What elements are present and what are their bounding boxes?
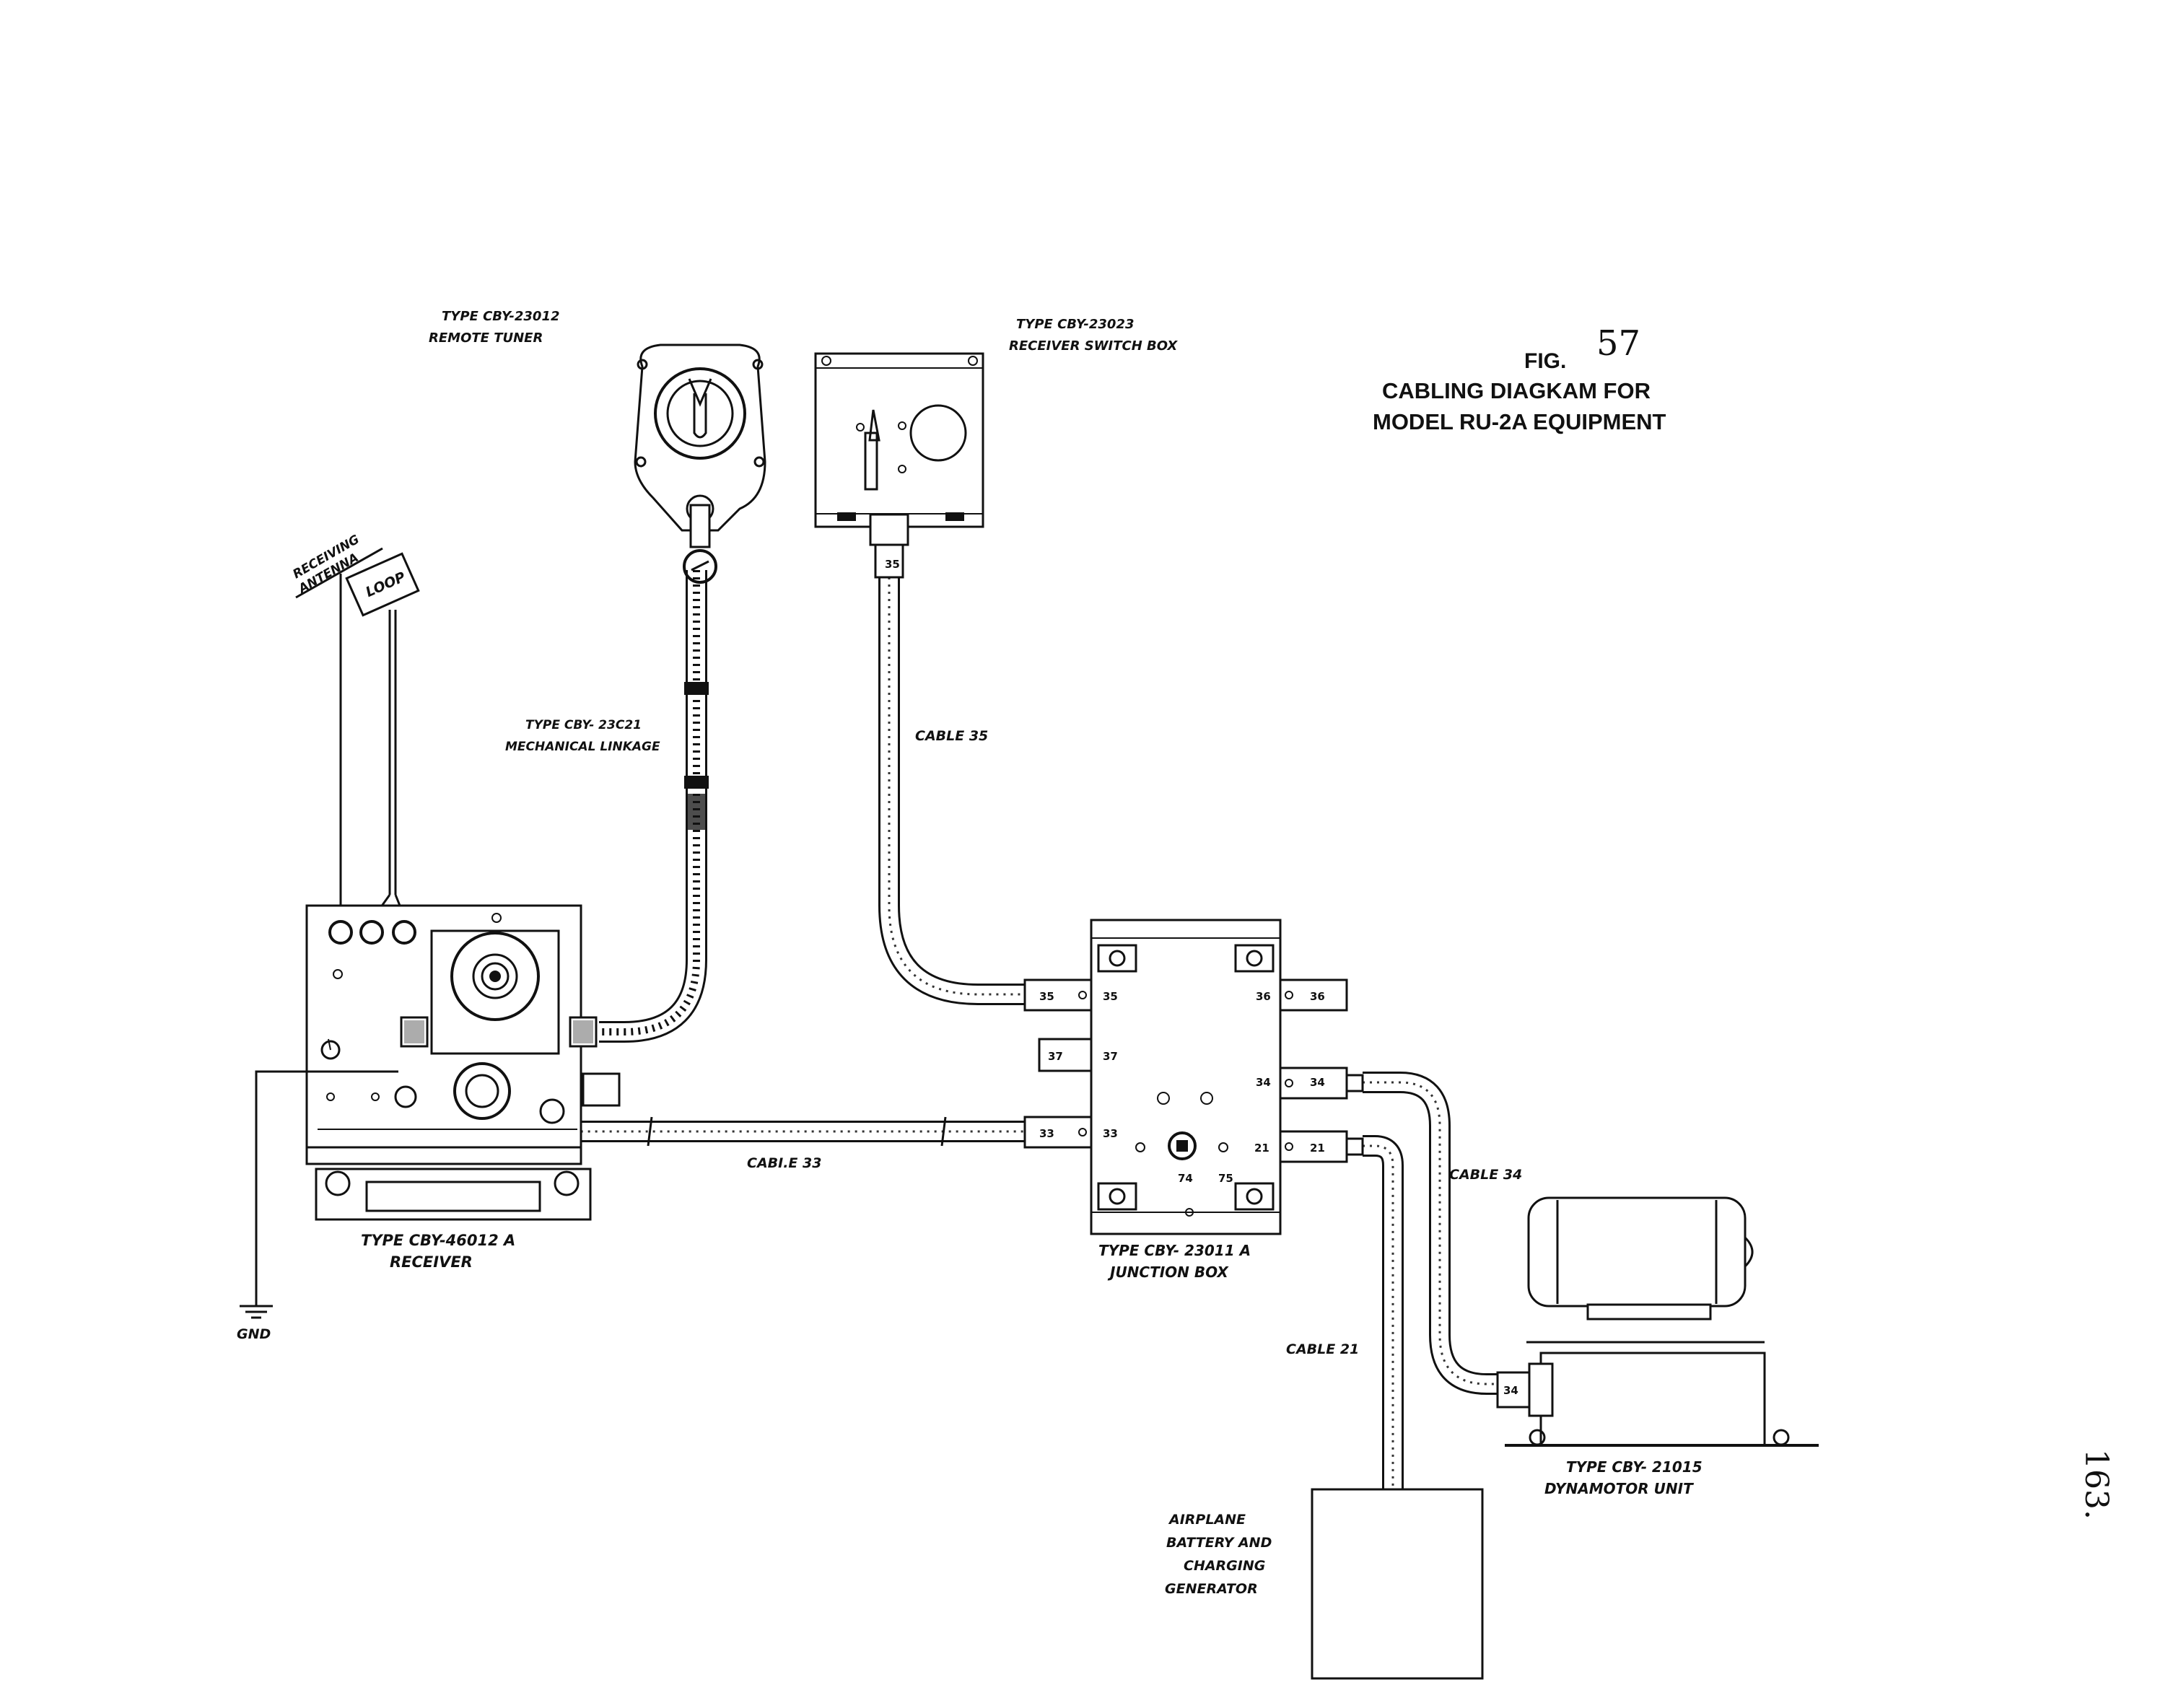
figure-title: FIG. 57 CABLING DIAGKAM FOR MODEL RU-2A … bbox=[1373, 323, 1666, 434]
linkage-type-label: TYPE CBY- 23C21 bbox=[525, 718, 642, 732]
terminal-37-plug: 37 bbox=[1048, 1050, 1063, 1063]
cable-34 bbox=[1363, 1072, 1498, 1395]
terminal-35-box: 35 bbox=[1103, 990, 1118, 1003]
terminal-34-box: 34 bbox=[1256, 1076, 1271, 1089]
mechanical-linkage bbox=[599, 570, 709, 1043]
page-number: 163. bbox=[2078, 1449, 2115, 1520]
receiver bbox=[305, 904, 621, 1221]
title-line-2: MODEL RU-2A EQUIPMENT bbox=[1373, 409, 1666, 434]
junction-box-type-label: TYPE CBY- 23011 A bbox=[1098, 1242, 1251, 1259]
terminal-36-box: 36 bbox=[1256, 990, 1271, 1003]
fig-label: FIG. bbox=[1524, 349, 1566, 373]
receiver-type-label: TYPE CBY-46012 A bbox=[361, 1232, 515, 1249]
battery-generator bbox=[1311, 1488, 1484, 1680]
cable-34-label: CABLE 34 bbox=[1449, 1167, 1522, 1183]
terminal-21-plug: 21 bbox=[1310, 1142, 1325, 1155]
terminal-74: 74 bbox=[1178, 1172, 1193, 1185]
receiver-name-label: RECEIVER bbox=[390, 1253, 473, 1271]
loop-sign: LOOP bbox=[345, 552, 420, 617]
cable-35 bbox=[878, 577, 1025, 1005]
terminal-33-box: 33 bbox=[1103, 1127, 1118, 1140]
switch-box-name-label: RECEIVER SWITCH BOX bbox=[1009, 338, 1178, 354]
tuner-name-label: REMOTE TUNER bbox=[429, 330, 543, 346]
dynamotor-type-label: TYPE CBY- 21015 bbox=[1566, 1458, 1703, 1476]
terminal-21-box: 21 bbox=[1254, 1142, 1269, 1155]
receiver-switch-box: 35 bbox=[814, 352, 984, 579]
ground-label: GND bbox=[237, 1326, 271, 1342]
cable-33-label: CABI.E 33 bbox=[747, 1155, 821, 1171]
terminal-37-box: 37 bbox=[1103, 1050, 1118, 1063]
battery-label-line-1: AIRPLANE bbox=[1168, 1512, 1246, 1528]
remote-tuner bbox=[634, 343, 766, 584]
terminal-75: 75 bbox=[1218, 1172, 1233, 1185]
dynamotor-name-label: DYNAMOTOR UNIT bbox=[1544, 1480, 1694, 1497]
dynamotor-plug-label: 34 bbox=[1503, 1384, 1518, 1397]
terminal-34-plug: 34 bbox=[1310, 1076, 1325, 1089]
battery-label-line-4: GENERATOR bbox=[1165, 1581, 1258, 1597]
cable-35-label: CABLE 35 bbox=[915, 728, 988, 744]
junction-box: 35 35 36 36 37 37 34 34 33 33 21 21 74 7… bbox=[1023, 919, 1364, 1235]
antenna-wire bbox=[295, 547, 383, 599]
antenna-and-loop: RECEIVING ANTENNA LOOP bbox=[291, 533, 420, 921]
cable-21 bbox=[1363, 1135, 1404, 1489]
terminal-35-plug: 35 bbox=[1039, 990, 1054, 1003]
switch-box-type-label: TYPE CBY-23023 bbox=[1016, 317, 1135, 332]
terminal-36-plug: 36 bbox=[1310, 990, 1325, 1003]
title-line-1: CABLING DIAGKAM FOR bbox=[1382, 378, 1651, 403]
battery-label-line-3: CHARGING bbox=[1184, 1558, 1265, 1574]
terminal-33-plug: 33 bbox=[1039, 1127, 1054, 1140]
switch-box-plug-label: 35 bbox=[885, 558, 900, 571]
tuner-type-label: TYPE CBY-23012 bbox=[442, 309, 560, 324]
linkage-name-label: MECHANICAL LINKAGE bbox=[505, 740, 660, 754]
dynamotor-unit: 34 bbox=[1496, 1196, 1819, 1447]
fig-number: 57 bbox=[1596, 323, 1640, 364]
ground-symbol bbox=[240, 1070, 398, 1319]
junction-box-name-label: JUNCTION BOX bbox=[1107, 1264, 1229, 1281]
cable-21-label: CABLE 21 bbox=[1286, 1341, 1359, 1357]
battery-label-line-2: BATTERY AND bbox=[1166, 1535, 1272, 1551]
